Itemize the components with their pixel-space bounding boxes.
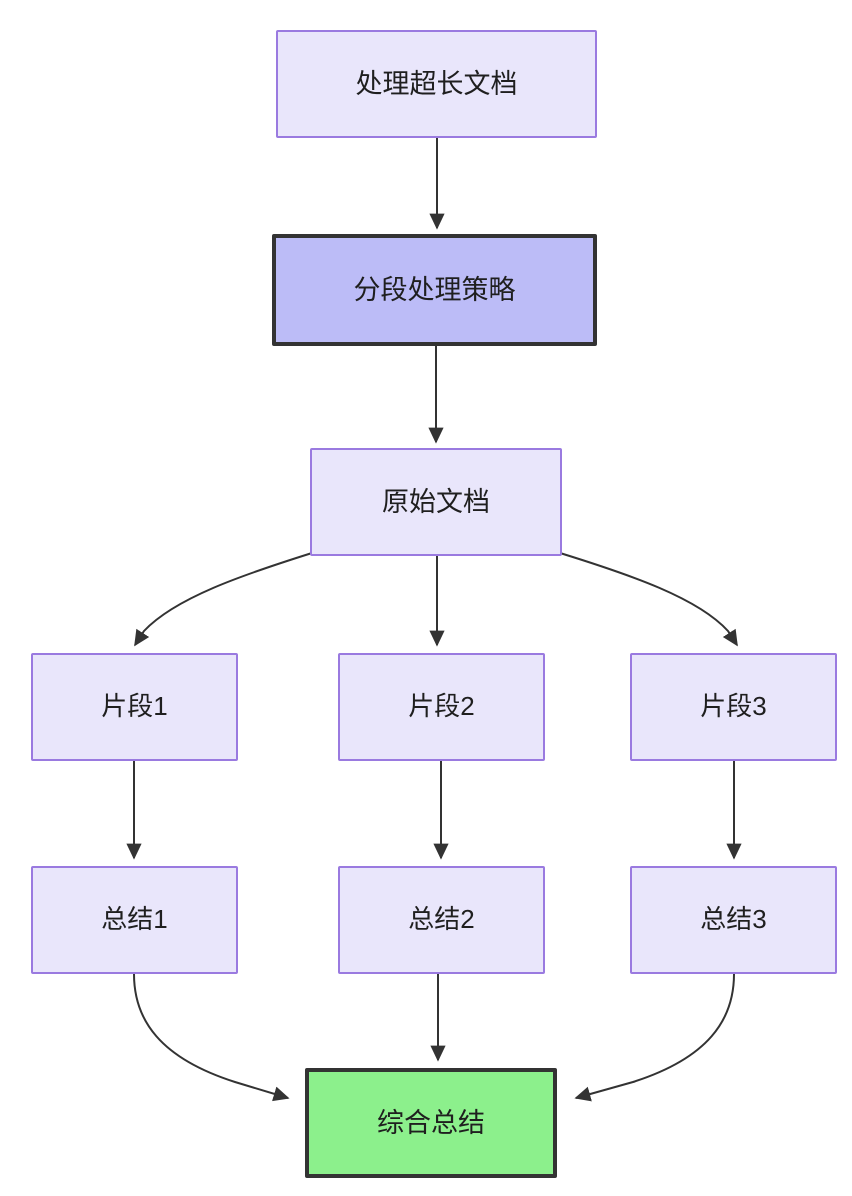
node-fragment-2[interactable]: 片段2 xyxy=(338,653,545,761)
node-label: 总结1 xyxy=(101,904,168,935)
node-summary-2[interactable]: 总结2 xyxy=(338,866,545,974)
node-label: 分段处理策略 xyxy=(353,274,516,305)
edge-n3-n6 xyxy=(559,552,738,647)
node-summary-1[interactable]: 总结1 xyxy=(31,866,238,974)
node-label: 处理超长文档 xyxy=(355,68,518,99)
node-process-long-document[interactable]: 处理超长文档 xyxy=(276,30,597,138)
node-original-document[interactable]: 原始文档 xyxy=(310,448,562,556)
node-label: 综合总结 xyxy=(377,1107,485,1138)
node-summary-3[interactable]: 总结3 xyxy=(630,866,837,974)
node-fragment-3[interactable]: 片段3 xyxy=(630,653,837,761)
node-label: 总结3 xyxy=(700,904,767,935)
node-label: 片段3 xyxy=(700,691,767,722)
node-label: 原始文档 xyxy=(382,486,490,517)
node-chunking-strategy[interactable]: 分段处理策略 xyxy=(272,234,597,346)
edge-n9-n10 xyxy=(574,973,735,1102)
node-fragment-1[interactable]: 片段1 xyxy=(31,653,238,761)
node-label: 片段2 xyxy=(408,691,475,722)
node-label: 片段1 xyxy=(101,691,168,722)
node-final-summary[interactable]: 综合总结 xyxy=(305,1068,557,1178)
edge-n3-n4 xyxy=(134,552,313,647)
edge-n7-n10 xyxy=(133,973,290,1102)
node-label: 总结2 xyxy=(408,904,475,935)
